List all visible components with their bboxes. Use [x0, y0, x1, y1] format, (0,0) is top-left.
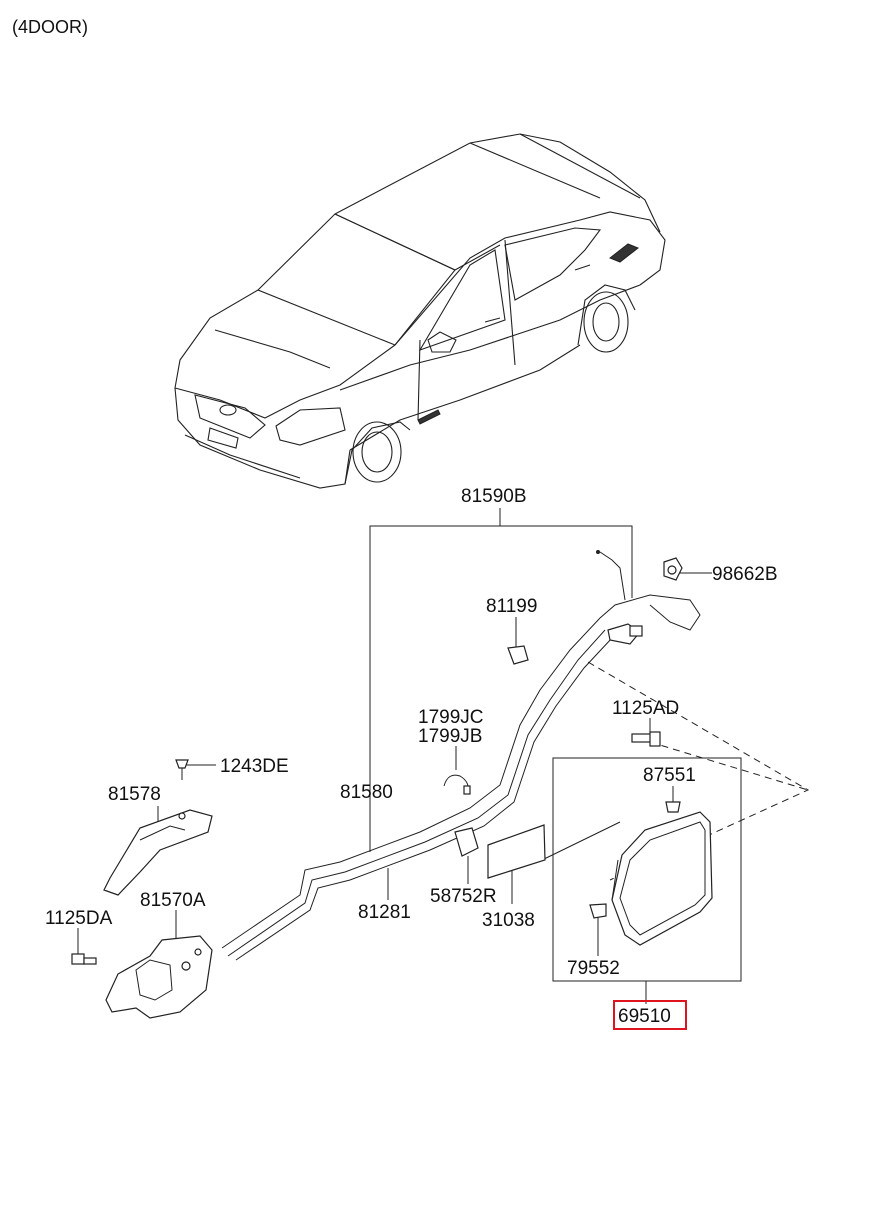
variant-label: (4DOOR) [12, 17, 88, 37]
clip-98662B [663, 557, 683, 581]
leader-lines [77, 508, 810, 1004]
label-1125DA: 1125DA [45, 908, 113, 929]
label-81199: 81199 [486, 596, 537, 617]
label-69510[interactable]: 69510 [618, 1006, 671, 1027]
cable-end-fitting [607, 623, 643, 645]
label-31038 [487, 824, 546, 879]
clip-79552 [589, 903, 607, 919]
label-79552: 79552 [567, 958, 620, 979]
cable-assembly [221, 550, 701, 961]
fuel-door-69510 [611, 811, 713, 946]
label-1799JC: 1799JC [418, 707, 484, 728]
handle-81578 [103, 809, 213, 896]
screw-87551 [665, 801, 681, 813]
clip-1799 [443, 774, 471, 795]
label-31038: 31038 [482, 910, 535, 931]
bracket-58752R [454, 827, 479, 857]
screw-1243DE [175, 759, 189, 780]
label-98662B: 98662B [712, 564, 778, 585]
bolt-1125DA [71, 953, 97, 965]
label-81281: 81281 [358, 902, 411, 923]
label-81578: 81578 [108, 784, 161, 805]
latch-81570A [105, 935, 213, 1019]
label-1125AD: 1125AD [612, 698, 679, 719]
label-81590B: 81590B [461, 486, 527, 507]
part-labels: 81590B 98662B 81199 1125AD 1799JC 1799JB… [45, 486, 778, 1030]
label-1799JB: 1799JB [418, 726, 482, 747]
highlight-box-69510 [613, 1000, 687, 1030]
label-87551: 87551 [643, 765, 696, 786]
car-illustration [174, 133, 666, 489]
label-58752R: 58752R [430, 886, 497, 907]
label-1243DE: 1243DE [220, 756, 289, 777]
clip-81199 [507, 645, 529, 665]
label-81580: 81580 [340, 782, 393, 803]
bolt-1125AD [631, 731, 661, 747]
label-81570A: 81570A [140, 890, 206, 911]
